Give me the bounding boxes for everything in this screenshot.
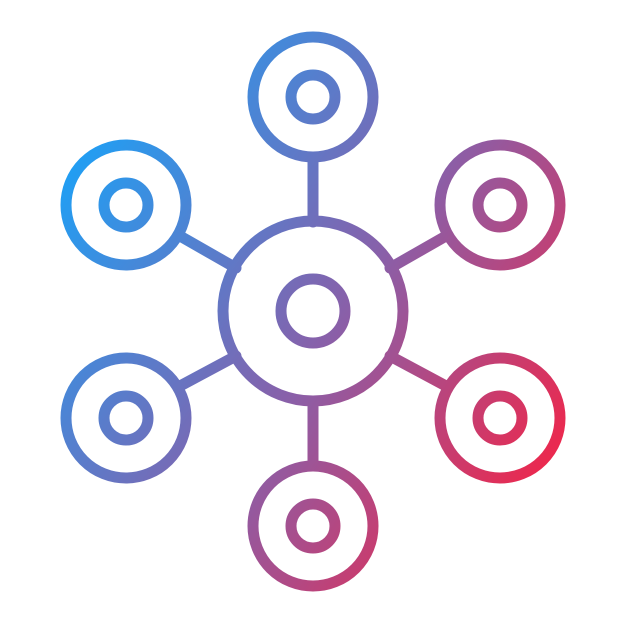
satellite-node-upper-right [434, 139, 566, 271]
connector-lower-left [174, 350, 242, 392]
satellite-node-upper-left [60, 139, 192, 271]
satellite-node-bottom [247, 460, 379, 592]
satellite-node-lower-right [434, 352, 566, 484]
satellite-node-top [247, 31, 379, 163]
satellite-node-lower-left [60, 352, 192, 484]
connector-upper-left [174, 230, 242, 274]
connector-upper-right [384, 230, 452, 274]
hub-node [217, 215, 409, 407]
connector-lower-right [384, 350, 452, 392]
